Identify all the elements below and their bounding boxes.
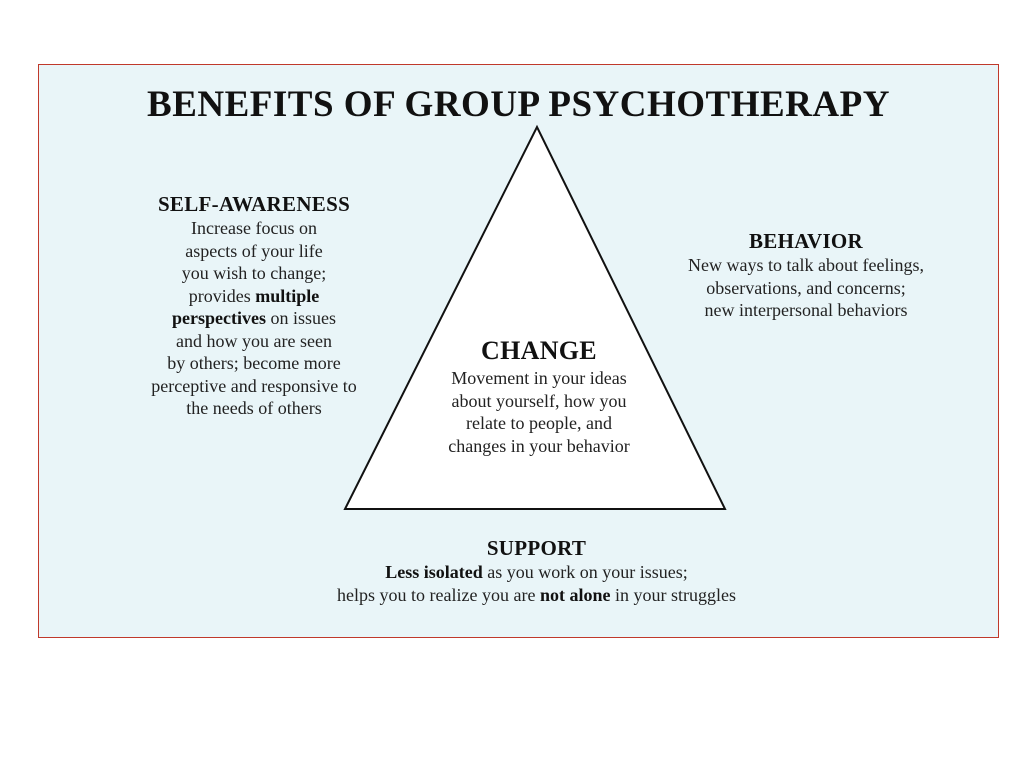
emphasis-text: Less isolated	[385, 562, 483, 582]
text-line: and how you are seen	[94, 330, 414, 353]
text-line: aspects of your life	[94, 240, 414, 263]
triangle-shape	[343, 124, 727, 510]
text-line: changes in your behavior	[409, 435, 669, 458]
diagram-title: BENEFITS OF GROUP PSYCHOTHERAPY	[147, 84, 890, 125]
line-segment: in your struggles	[610, 584, 736, 605]
text-line: provides multiple	[94, 285, 414, 308]
text-line: by others; become more	[94, 352, 414, 375]
behavior-block: BEHAVIOR New ways to talk about feelings…	[651, 228, 961, 322]
line-segment: by others; become more	[167, 353, 341, 373]
line-segment: and how you are seen	[176, 330, 332, 351]
line-segment: changes in your behavior	[448, 435, 630, 456]
text-line: Increase focus on	[94, 217, 414, 240]
diagram-panel: BENEFITS OF GROUP PSYCHOTHERAPY SELF-AWA…	[38, 64, 999, 638]
text-line: Less isolated as you work on your issues…	[219, 561, 854, 584]
line-segment: about yourself, how you	[451, 390, 627, 411]
behavior-heading: BEHAVIOR	[748, 229, 864, 253]
text-line: helps you to realize you are not alone i…	[219, 584, 854, 607]
line-segment: as you work on your issues;	[482, 562, 688, 582]
support-text: Less isolated as you work on your issues…	[219, 561, 854, 606]
line-segment: Movement in your ideas	[451, 368, 627, 388]
line-segment: helps you to realize you are	[337, 584, 540, 605]
line-segment: Increase focus on	[191, 218, 317, 238]
text-line: the needs of others	[94, 397, 414, 420]
text-line: New ways to talk about feelings,	[651, 254, 961, 277]
support-block: SUPPORT Less isolated as you work on you…	[219, 535, 854, 606]
line-segment: perceptive and responsive to	[151, 375, 357, 396]
text-line: new interpersonal behaviors	[651, 299, 961, 322]
text-line: observations, and concerns;	[651, 277, 961, 300]
line-segment: provides	[188, 285, 256, 306]
text-line: about yourself, how you	[409, 390, 669, 413]
emphasis-text: perspectives	[172, 308, 266, 328]
line-segment: relate to people, and	[466, 413, 612, 433]
line-segment: New ways to talk about feelings,	[688, 255, 924, 275]
text-line: relate to people, and	[409, 412, 669, 435]
change-triangle	[343, 124, 727, 510]
behavior-text: New ways to talk about feelings,observat…	[651, 254, 961, 322]
line-segment: you wish to change;	[181, 263, 327, 283]
line-segment: observations, and concerns;	[706, 277, 906, 298]
support-heading: SUPPORT	[486, 536, 587, 560]
self-awareness-heading: SELF-AWARENESS	[157, 192, 351, 216]
line-segment: aspects of your life	[185, 240, 323, 261]
text-line: Movement in your ideas	[409, 367, 669, 390]
emphasis-text: multiple	[255, 285, 320, 306]
text-line: perspectives on issues	[94, 307, 414, 330]
emphasis-text: not alone	[539, 584, 611, 605]
line-segment: on issues	[265, 308, 336, 328]
text-line: perceptive and responsive to	[94, 375, 414, 398]
line-segment: new interpersonal behaviors	[704, 300, 908, 320]
change-heading: CHANGE	[481, 336, 597, 365]
line-segment: the needs of others	[186, 398, 322, 418]
text-line: you wish to change;	[94, 262, 414, 285]
